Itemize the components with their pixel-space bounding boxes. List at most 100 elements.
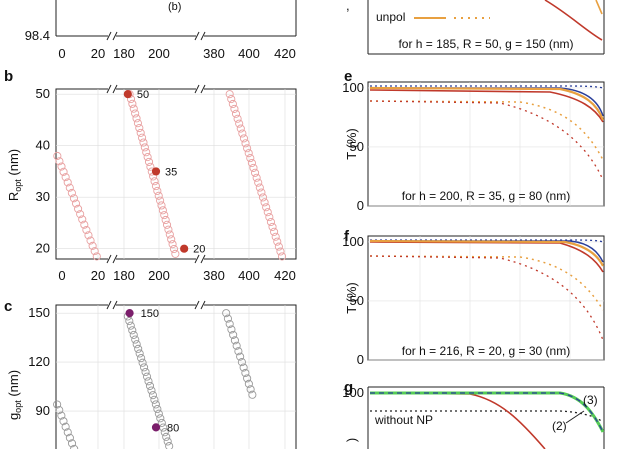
scatter-point xyxy=(156,414,165,423)
scatter-point xyxy=(90,247,99,256)
scatter-point xyxy=(131,335,140,344)
panel-g-annotation-arrow xyxy=(565,410,585,424)
y-tick-label: 20 xyxy=(36,241,50,256)
scatter-point xyxy=(257,188,266,197)
y-tick-label: 100 xyxy=(342,385,364,400)
scatter-point xyxy=(151,182,160,191)
y-tick-label: 30 xyxy=(36,189,50,204)
panel-e-red-dotted-curve xyxy=(369,100,604,181)
panel-f-orange-solid-curve xyxy=(369,239,604,267)
scatter-point xyxy=(153,405,162,414)
scatter-point xyxy=(265,213,274,222)
axis-break-mask xyxy=(108,255,116,263)
scatter-point xyxy=(133,119,142,128)
scatter-point xyxy=(74,204,83,213)
scatter-point xyxy=(138,133,147,142)
axis-break-mark xyxy=(106,254,112,264)
panel-a-axis-breaks xyxy=(106,31,206,41)
panel-f-blue-dotted-curve xyxy=(370,239,604,243)
scatter-point xyxy=(165,230,174,239)
axis-break-mask xyxy=(196,255,204,263)
scatter-point xyxy=(162,432,171,441)
scatter-point xyxy=(150,177,159,186)
highlighted-point-label: 150 xyxy=(141,308,159,320)
scatter-point xyxy=(239,363,248,372)
scatter-point xyxy=(129,330,138,339)
panel-c-label: c xyxy=(4,298,12,315)
scatter-point xyxy=(140,143,149,152)
y-tick-label: 50 xyxy=(36,86,50,101)
scatter-point xyxy=(167,235,176,244)
scatter-point xyxy=(225,90,234,99)
scatter-point xyxy=(147,386,156,395)
panel-e-grid xyxy=(368,82,604,207)
axis-break-mark xyxy=(106,300,112,310)
scatter-point xyxy=(67,439,77,448)
scatter-point xyxy=(274,242,283,251)
scatter-point xyxy=(165,442,174,449)
scatter-point xyxy=(148,391,157,400)
scatter-point xyxy=(65,183,74,192)
panel-c-axis-breaks xyxy=(106,300,206,310)
scatter-point xyxy=(246,385,255,394)
scatter-point xyxy=(249,163,258,172)
scatter-point xyxy=(160,428,169,437)
scatter-point xyxy=(63,178,72,187)
scatter-point xyxy=(146,162,155,171)
axis-break-mask xyxy=(108,85,116,93)
scatter-point xyxy=(59,167,68,176)
scatter-point xyxy=(150,395,159,404)
panel-b-label: b xyxy=(4,68,13,85)
panel-b-grid xyxy=(56,89,296,259)
axis-break-mark xyxy=(112,31,118,41)
scatter-point xyxy=(254,178,263,187)
scatter-point xyxy=(57,411,66,420)
highlighted-point-label: 35 xyxy=(165,166,177,178)
scatter-point xyxy=(125,317,134,326)
scatter-point xyxy=(128,326,137,335)
x-tick-label: 400 xyxy=(238,268,260,283)
axis-break-mark xyxy=(200,300,206,310)
scatter-point xyxy=(236,124,245,133)
scatter-point xyxy=(82,225,91,235)
panel-g-black-dotted-curve xyxy=(370,410,604,423)
scatter-point xyxy=(168,240,177,249)
panel-f-frame xyxy=(367,235,605,361)
panel-f-orange-dotted-curve xyxy=(369,255,604,311)
scatter-point xyxy=(69,194,78,203)
scatter-point xyxy=(163,437,172,446)
x-tick-label: 20 xyxy=(91,46,105,61)
scatter-point xyxy=(227,325,236,334)
x-tick-label: 380 xyxy=(203,46,225,61)
scatter-point xyxy=(140,363,149,372)
axis-break-mark xyxy=(194,300,200,310)
x-tick-label: 180 xyxy=(113,268,135,283)
scatter-point xyxy=(244,149,253,158)
y-tick-label: 90 xyxy=(36,403,50,418)
panel-g-ytick-labels: 100 xyxy=(342,385,364,400)
scatter-point xyxy=(229,330,238,339)
scatter-point xyxy=(162,220,172,229)
highlighted-point-label: 80 xyxy=(167,422,179,434)
scatter-point xyxy=(255,183,264,192)
scatter-point xyxy=(86,236,95,245)
panel-e-frame xyxy=(367,81,605,207)
scatter-point xyxy=(132,340,141,349)
panel-d-legend-unpol: unpol xyxy=(376,10,405,24)
scatter-point xyxy=(61,173,70,182)
scatter-point xyxy=(276,247,285,256)
scatter-point xyxy=(132,114,141,123)
scatter-point xyxy=(142,372,152,381)
x-tick-label: 0 xyxy=(58,46,65,61)
panel-e-ylabel: T (%) xyxy=(344,128,359,160)
x-tick-label: 180 xyxy=(113,46,135,61)
scatter-point xyxy=(159,423,168,432)
scatter-point xyxy=(153,186,162,195)
scatter-point xyxy=(134,344,143,353)
y-tick-label: 100 xyxy=(342,80,364,95)
